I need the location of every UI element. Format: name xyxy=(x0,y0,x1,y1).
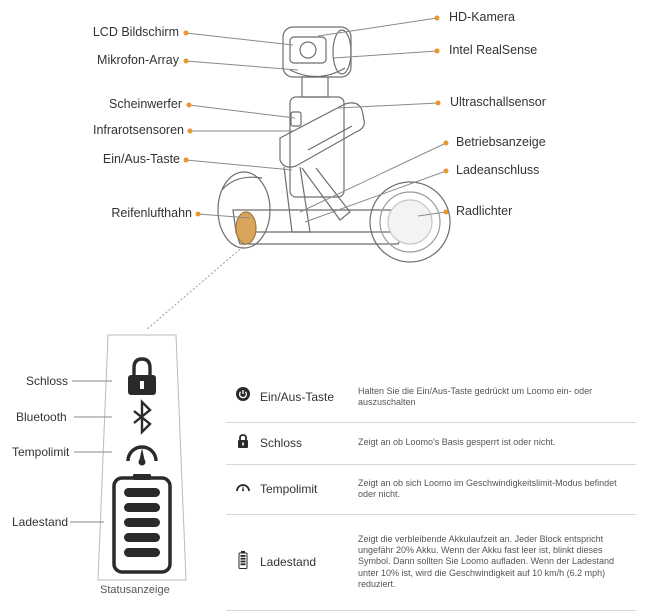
legend-description: Halten Sie die Ein/Aus-Taste gedrückt um… xyxy=(358,372,636,423)
callout-microphone-array: Mikrofon-Array xyxy=(97,53,179,67)
callout-power-button: Ein/Aus-Taste xyxy=(102,152,180,166)
legend-description: Zeigt an ob sich Loomo im Geschwindigkei… xyxy=(358,464,636,515)
legend-row: Ladestand Zeigt die verbleibende Akkulau… xyxy=(226,514,636,611)
callout-status-light: Betriebsanzeige xyxy=(456,135,546,149)
robot-illustration xyxy=(217,26,451,263)
legend-row: Tempolimit Zeigt an ob sich Loomo im Ges… xyxy=(226,464,636,515)
status-panel-caption: Statusanzeige xyxy=(100,584,170,596)
battery-icon xyxy=(112,474,172,574)
speedometer-icon xyxy=(236,484,250,492)
indicator-lines xyxy=(70,380,112,523)
speedometer-icon xyxy=(126,445,158,466)
callout-infrared-sensors: Infrarotsensoren xyxy=(92,123,184,137)
indicator-label-battery: Ladestand xyxy=(12,515,69,529)
battery-icon xyxy=(238,550,248,569)
lock-icon xyxy=(238,433,248,448)
callout-lines-right xyxy=(299,15,449,223)
power-icon xyxy=(236,387,250,402)
legend-table: Ein/Aus-Taste Halten Sie die Ein/Aus-Tas… xyxy=(226,372,636,611)
status-connector-line xyxy=(145,243,247,331)
callout-lines-left xyxy=(183,30,299,219)
indicator-label-speed-limit: Tempolimit xyxy=(12,445,70,459)
legend-description: Zeigt die verbleibende Akkulaufzeit an. … xyxy=(358,514,636,611)
callout-headlight: Scheinwerfer xyxy=(109,97,182,111)
status-panel-outline xyxy=(97,334,187,581)
callout-wheel-lights: Radlichter xyxy=(456,204,513,218)
callout-lcd-screen: LCD Bildschirm xyxy=(92,25,179,39)
lock-icon xyxy=(128,357,156,395)
legend-description: Zeigt an ob Loomo's Basis gesperrt ist o… xyxy=(358,422,636,465)
callout-ultrasonic-sensor: Ultraschallsensor xyxy=(450,95,546,109)
callout-tire-valve: Reifenlufthahn xyxy=(111,206,192,220)
legend-name: Ein/Aus-Taste xyxy=(260,372,358,423)
legend-name: Tempolimit xyxy=(260,464,358,515)
callout-hd-camera: HD-Kamera xyxy=(449,10,515,24)
legend-row: Schloss Zeigt an ob Loomo's Basis gesper… xyxy=(226,422,636,465)
callout-charging-port: Ladeanschluss xyxy=(456,163,540,177)
indicator-label-bluetooth: Bluetooth xyxy=(16,410,67,424)
legend-row: Ein/Aus-Taste Halten Sie die Ein/Aus-Tas… xyxy=(226,372,636,423)
bluetooth-icon xyxy=(133,399,152,435)
legend-name: Schloss xyxy=(260,422,358,465)
callout-intel-realsense: Intel RealSense xyxy=(449,43,538,57)
legend-name: Ladestand xyxy=(260,514,358,611)
indicator-label-lock: Schloss xyxy=(26,374,69,388)
